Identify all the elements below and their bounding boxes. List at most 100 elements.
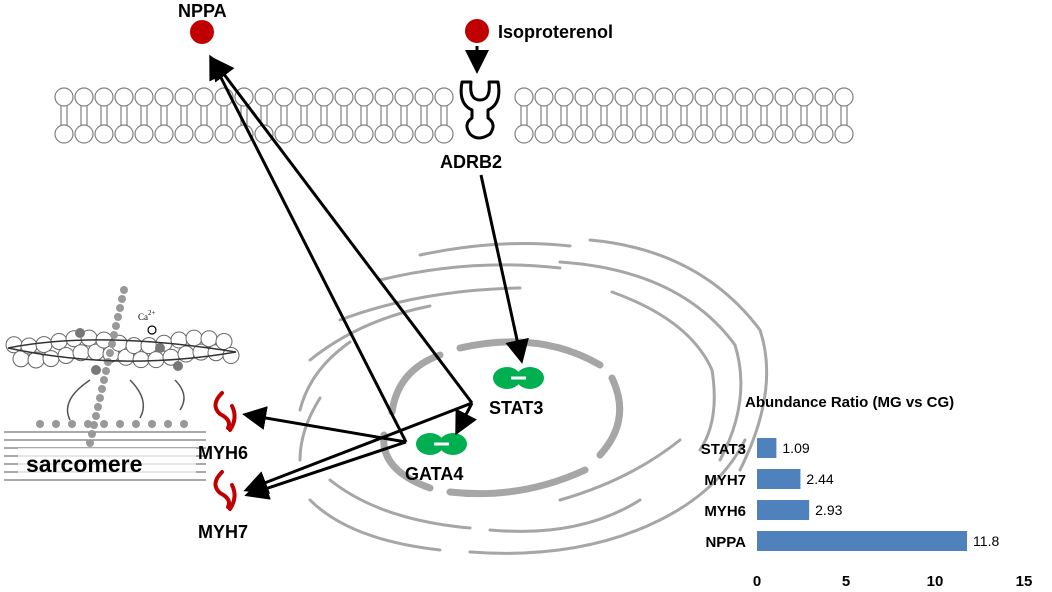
lipid-head: [794, 124, 814, 144]
lipid-head: [94, 87, 114, 107]
lipid-head: [194, 124, 214, 144]
lipid-head: [654, 87, 674, 107]
lipid-head: [74, 124, 94, 144]
data-label: 2.93: [815, 502, 842, 518]
stat3-icon: [493, 367, 544, 389]
myh7-icon: [213, 470, 237, 511]
lipid-head: [634, 124, 654, 144]
abundance-chart: Abundance Ratio (MG vs CG) STAT3MYH7MYH6…: [701, 394, 1033, 590]
data-label: 2.44: [806, 471, 833, 487]
category-label: MYH7: [704, 472, 746, 489]
lipid-head: [134, 124, 154, 144]
myh7-label: MYH7: [198, 522, 248, 542]
lipid-head: [314, 124, 334, 144]
cell-membrane: [54, 87, 854, 144]
lipid-head: [734, 124, 754, 144]
arrow-stat3-to-myh7: [243, 401, 473, 494]
lipid-head: [514, 124, 534, 144]
lipid-head: [254, 87, 274, 107]
nppa-dot: [190, 20, 214, 44]
lipid-head: [154, 87, 174, 107]
category-label: MYH6: [704, 503, 746, 520]
lipid-head: [154, 124, 174, 144]
lipid-head: [834, 124, 854, 144]
lipid-head: [414, 87, 434, 107]
isoproterenol-dot: [465, 19, 489, 43]
lipid-head: [754, 124, 774, 144]
lipid-head: [94, 124, 114, 144]
arrow-gata4-to-myh7: [244, 440, 407, 500]
x-tick-label: 5: [842, 573, 850, 590]
lipid-head: [534, 124, 554, 144]
calcium-label: Ca2+: [138, 309, 156, 322]
lipid-head: [374, 124, 394, 144]
bar-myh6: [757, 500, 810, 520]
lipid-head: [614, 87, 634, 107]
category-label: NPPA: [705, 534, 746, 551]
lipid-head: [554, 124, 574, 144]
lipid-head: [614, 124, 634, 144]
lipid-head: [734, 87, 754, 107]
lipid-head: [534, 87, 554, 107]
lipid-head: [74, 87, 94, 107]
arrow-adrb2-to-stat3: [479, 174, 529, 364]
lipid-head: [594, 124, 614, 144]
lipid-head: [334, 87, 354, 107]
arrow-stat3-to-nppa: [210, 56, 474, 404]
lipid-head: [114, 124, 134, 144]
lipid-head: [694, 124, 714, 144]
lipid-head: [694, 87, 714, 107]
bar-stat3: [757, 438, 777, 458]
x-tick-label: 0: [753, 573, 761, 590]
lipid-head: [354, 87, 374, 107]
lipid-head: [634, 87, 654, 107]
x-tick-label: 15: [1016, 573, 1033, 590]
lipid-head: [54, 87, 74, 107]
lipid-head: [714, 87, 734, 107]
lipid-head: [414, 124, 434, 144]
lipid-head: [834, 87, 854, 107]
sarcomere-label: sarcomere: [26, 451, 142, 477]
isoproterenol-label: Isoproterenol: [498, 22, 613, 42]
lipid-head: [554, 87, 574, 107]
data-label: 11.8: [973, 533, 999, 549]
arrow-stat3-to-gata4: [455, 402, 477, 436]
lipid-head: [374, 87, 394, 107]
arrow-gata4-to-nppa: [209, 54, 408, 443]
nucleus: [380, 338, 624, 498]
lipid-head: [514, 87, 534, 107]
nppa-label: NPPA: [178, 1, 227, 21]
bar-nppa: [757, 531, 968, 551]
data-label: 1.09: [782, 440, 809, 456]
lipid-head: [314, 87, 334, 107]
x-tick-label: 10: [927, 573, 944, 590]
lipid-head: [294, 124, 314, 144]
lipid-head: [134, 87, 154, 107]
chart-title: Abundance Ratio (MG vs CG): [745, 394, 954, 411]
lipid-head: [674, 87, 694, 107]
sarcomere-illustration: Ca2+: [4, 286, 240, 481]
lipid-head: [714, 124, 734, 144]
lipid-head: [174, 124, 194, 144]
lipid-head: [334, 124, 354, 144]
lipid-head: [434, 124, 454, 144]
lipid-head: [394, 87, 414, 107]
lipid-head: [814, 87, 834, 107]
arrow-gata4-to-myh6: [242, 406, 407, 444]
lipid-head: [434, 87, 454, 107]
lipid-head: [574, 124, 594, 144]
lipid-head: [114, 87, 134, 107]
adrb2-label: ADRB2: [440, 152, 502, 172]
endoplasmic-reticulum: [298, 238, 769, 555]
gata4-label: GATA4: [405, 464, 463, 484]
myh6-icon: [213, 391, 237, 432]
lipid-head: [774, 124, 794, 144]
lipid-head: [294, 87, 314, 107]
lipid-head: [654, 124, 674, 144]
pathway-arrows: [209, 54, 529, 500]
lipid-head: [274, 124, 294, 144]
lipid-head: [574, 87, 594, 107]
lipid-head: [774, 87, 794, 107]
lipid-head: [54, 124, 74, 144]
